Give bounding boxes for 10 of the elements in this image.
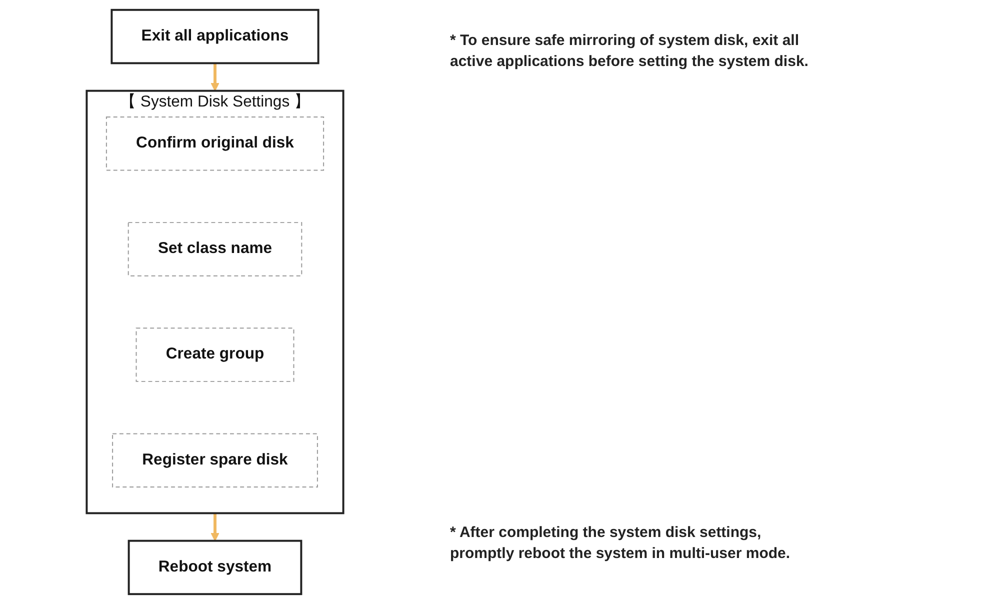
node-box: Set class name	[128, 222, 302, 276]
node-box: Register spare disk	[112, 433, 318, 488]
arrow	[210, 513, 220, 542]
node-box: Confirm original disk	[106, 116, 324, 171]
arrow	[210, 63, 220, 92]
node-box: Reboot system	[128, 540, 302, 596]
node-box: Exit all applications	[110, 8, 320, 64]
note-text: * To ensure safe mirroring of system disk, exit all active applications before setting the system disk.	[450, 31, 810, 72]
node-box: Create group	[136, 328, 294, 382]
note-text: * After completing the system disk settings, promptly reboot the system in multi-user mode.	[450, 523, 792, 564]
